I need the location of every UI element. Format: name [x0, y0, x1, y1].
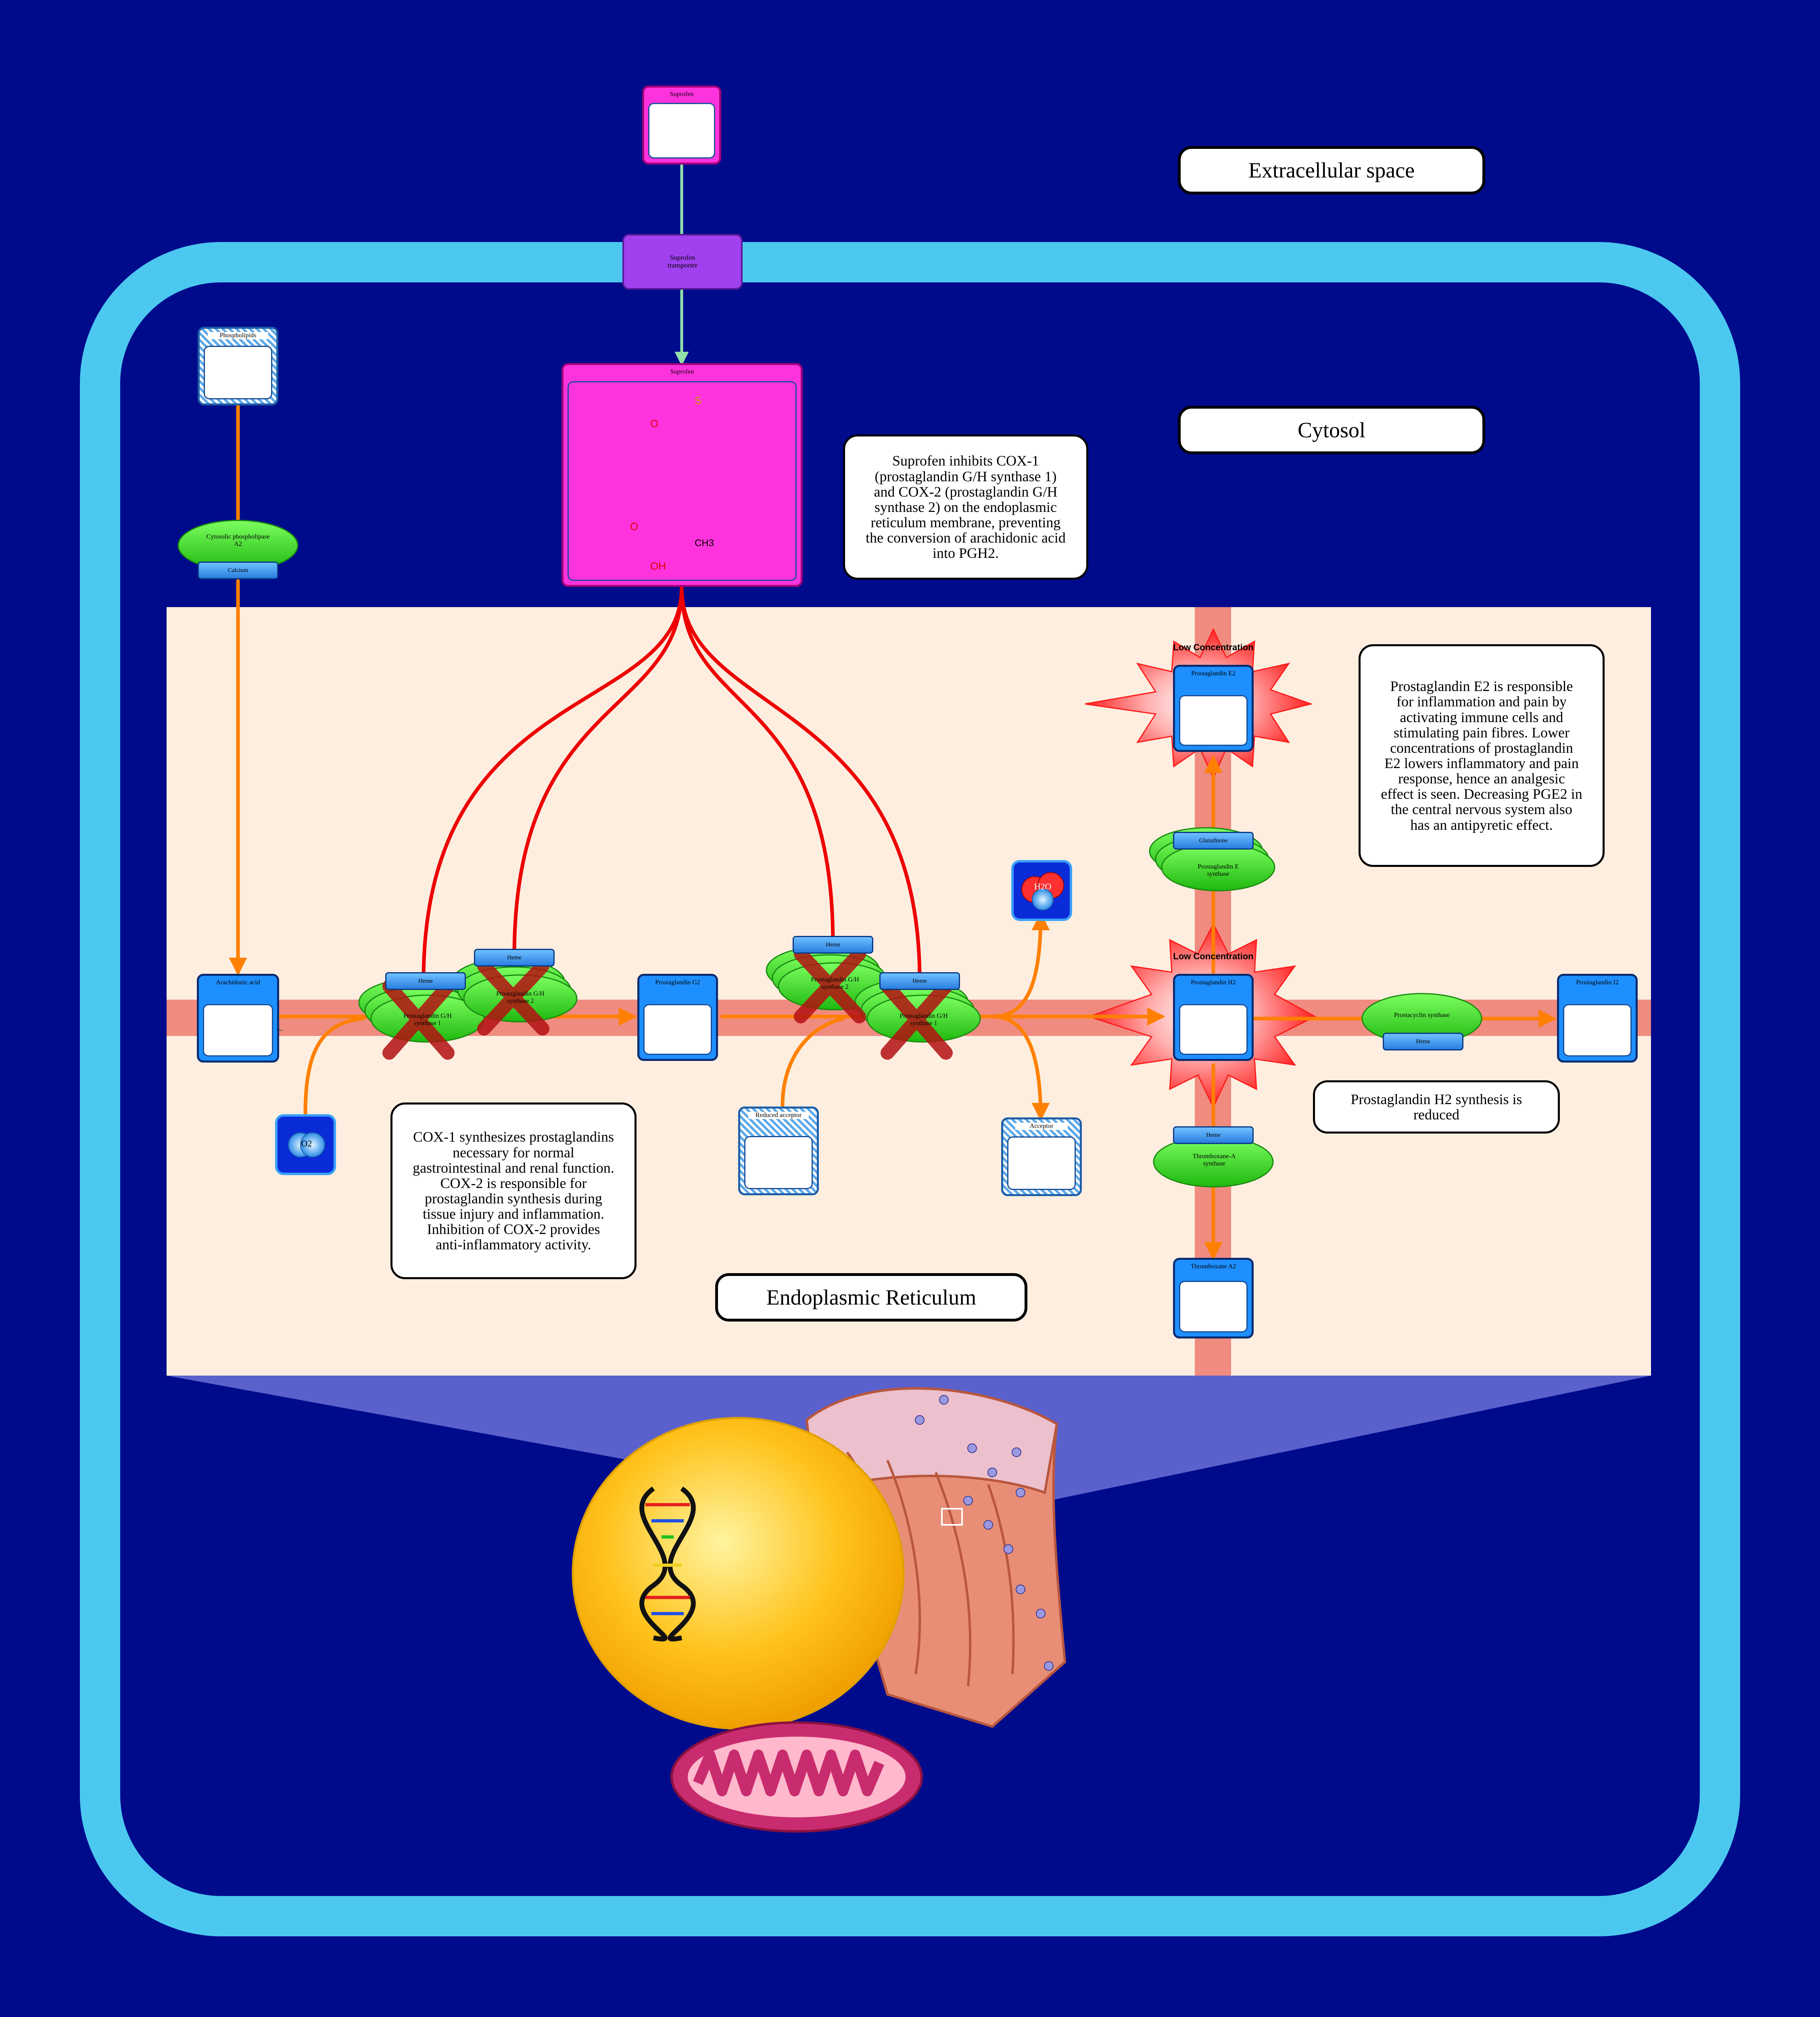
arachidonic-acid-card[interactable]: Arachidonic acid: [197, 974, 279, 1063]
cox2-a-label: Prostaglandin G/H synthase 2: [496, 990, 545, 1004]
pgi2-card[interactable]: Prostaglandin I2: [1557, 974, 1638, 1063]
thromboxane-heme-tag[interactable]: Heme: [1173, 1126, 1254, 1144]
suprofen-inside-card[interactable]: Suprofen: [561, 363, 803, 587]
txa2-card[interactable]: Thromboxane A2: [1173, 1258, 1254, 1338]
cytosol-label: Cytosol: [1178, 406, 1485, 454]
pgi2-label: Prostaglandin I2: [1576, 979, 1619, 986]
pge-synthase-label: Prostaglandin E synthase: [1198, 863, 1239, 877]
suprofen-outside-label: Suprofen: [670, 91, 694, 98]
pgg2-card[interactable]: Prostaglandin G2: [637, 974, 718, 1061]
prostacyclin-heme-tag[interactable]: Heme: [1383, 1033, 1463, 1050]
pgh2-window: [1179, 1004, 1248, 1055]
suprofen-atom-o1: O: [650, 418, 659, 430]
reduced-acceptor-window: [744, 1136, 813, 1189]
pgi2-window: [1563, 1004, 1632, 1057]
suprofen-note: Suprofen inhibits COX-1 (prostaglandin G…: [843, 434, 1088, 580]
dna-icon: [639, 1487, 696, 1642]
nucleus: [572, 1417, 905, 1730]
pgh2-note: Prostaglandin H2 synthesis is reduced: [1313, 1080, 1560, 1134]
low-conc-label-pge2: Low Concentration: [1173, 642, 1254, 652]
txa2-window: [1179, 1281, 1248, 1332]
cox-note: COX-1 synthesizes prostaglandins necessa…: [390, 1102, 637, 1279]
pge2-note: Prostaglandin E2 is responsible for infl…: [1359, 644, 1605, 867]
suprofen-atom-oh: OH: [650, 560, 666, 572]
thromboxane-synthase-label: Thromboxane-A synthase: [1192, 1153, 1236, 1167]
reduced-acceptor-label: Reduced acceptor: [748, 1112, 809, 1119]
arachidonic-acid-window: [203, 1004, 273, 1057]
suprofen-transporter[interactable]: Suprofen transporter: [622, 234, 743, 290]
er-illustration: [805, 1387, 1067, 1728]
cox1-b-heme-tag[interactable]: Heme: [879, 972, 960, 990]
low-conc-label-pgh2: Low Concentration: [1173, 951, 1254, 961]
o2-label: O2: [301, 1138, 312, 1148]
suprofen-inside-label: Suprofen: [670, 368, 694, 375]
phospholipids-window: [204, 346, 272, 399]
cox1-b-label: Prostaglandin G/H synthase 1: [900, 1013, 948, 1027]
cell-membrane: [80, 242, 1740, 1936]
inhibition-x-marks: [382, 947, 953, 1060]
cox2-b-heme-tag[interactable]: Heme: [793, 936, 873, 954]
pgg2-label: Prostaglandin G2: [655, 979, 700, 986]
phospholipids-label: Phospholipids: [208, 332, 268, 339]
acceptor-card[interactable]: Acceptor: [1001, 1117, 1082, 1196]
pgh2-card[interactable]: Prostaglandin H2: [1173, 974, 1254, 1061]
mitochondrion: [670, 1721, 923, 1833]
cox1-a-heme-tag[interactable]: Heme: [385, 972, 466, 990]
pge2-window: [1179, 695, 1248, 746]
cox1-a-label: Prostaglandin G/H synthase 1: [403, 1013, 452, 1027]
suprofen-outside-window: [648, 103, 715, 159]
inhibition-lines: [422, 587, 922, 981]
cpla2-label: Cytosolic phospholipase A2: [206, 533, 270, 547]
suprofen-atom-s: S: [695, 395, 702, 407]
suprofen-atom-o2: O: [630, 520, 639, 532]
er-label: Endoplasmic Reticulum: [715, 1273, 1027, 1322]
txa2-label: Thromboxane A2: [1190, 1263, 1236, 1270]
phospholipids-card[interactable]: Phospholipids: [198, 327, 278, 405]
pgg2-window: [643, 1004, 712, 1055]
suprofen-inside-window: [568, 381, 797, 581]
cox2-b-label: Prostaglandin G/H synthase 2: [811, 976, 859, 990]
reduced-acceptor-card[interactable]: Reduced acceptor: [738, 1107, 819, 1195]
glutathione-tag[interactable]: Glutathione: [1173, 832, 1254, 850]
pgh2-label: Prostaglandin H2: [1191, 979, 1236, 986]
acceptor-window: [1007, 1136, 1076, 1190]
extracellular-label: Extracellular space: [1178, 146, 1485, 194]
h2o-label: H2O: [1034, 881, 1052, 892]
acceptor-label: Acceptor: [1015, 1123, 1068, 1130]
pge2-card[interactable]: Prostaglandin E2: [1173, 665, 1254, 752]
prostacyclin-synthase-label: Prostacyclin synthase: [1394, 1012, 1450, 1019]
suprofen-atom-ch3: CH3: [695, 538, 714, 549]
cox2-a-heme-tag[interactable]: Heme: [474, 949, 555, 967]
suprofen-transporter-label: Suprofen transporter: [668, 254, 697, 269]
pge2-label: Prostaglandin E2: [1191, 670, 1236, 677]
calcium-tag[interactable]: Calcium: [198, 562, 278, 579]
suprofen-outside-card[interactable]: Suprofen: [642, 86, 721, 165]
arachidonic-acid-label: Arachidonic acid: [216, 979, 260, 986]
